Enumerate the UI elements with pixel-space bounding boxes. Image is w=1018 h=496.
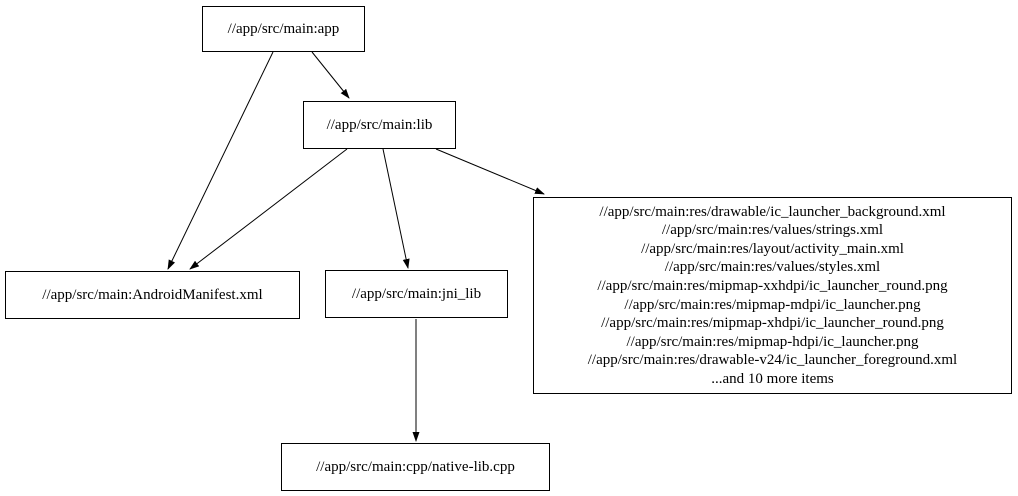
node-app-label: //app/src/main:app bbox=[227, 20, 340, 37]
node-resources-line: //app/src/main:res/mipmap-mdpi/ic_launch… bbox=[624, 296, 921, 313]
node-lib-label: //app/src/main:lib bbox=[326, 116, 433, 133]
node-resources-more: ...and 10 more items bbox=[711, 370, 834, 387]
node-jni-lib-label: //app/src/main:jni_lib bbox=[351, 285, 482, 302]
node-resources-line: //app/src/main:res/drawable-v24/ic_launc… bbox=[587, 352, 958, 369]
node-resources-line: //app/src/main:res/mipmap-hdpi/ic_launch… bbox=[626, 333, 919, 350]
node-android-manifest-label: //app/src/main:AndroidManifest.xml bbox=[42, 286, 263, 303]
node-native-lib-label: //app/src/main:cpp/native-lib.cpp bbox=[316, 458, 515, 475]
node-resources-line: //app/src/main:res/mipmap-xxhdpi/ic_laun… bbox=[597, 277, 948, 294]
node-resources-line: //app/src/main:res/mipmap-xhdpi/ic_launc… bbox=[601, 315, 944, 332]
edge-lib-to-jni-lib bbox=[382, 148, 410, 269]
node-resources-line: //app/src/main:res/drawable/ic_launcher_… bbox=[599, 203, 946, 220]
node-app: //app/src/main:app bbox=[202, 6, 365, 52]
node-resources: //app/src/main:res/drawable/ic_launcher_… bbox=[533, 197, 1012, 394]
node-resources-line: //app/src/main:res/layout/activity_main.… bbox=[641, 240, 904, 257]
node-android-manifest: //app/src/main:AndroidManifest.xml bbox=[5, 271, 300, 319]
edge-lib-to-android-manifest bbox=[189, 148, 348, 270]
node-native-lib: //app/src/main:cpp/native-lib.cpp bbox=[281, 443, 550, 491]
node-jni-lib: //app/src/main:jni_lib bbox=[325, 270, 508, 318]
edge-app-to-lib bbox=[311, 51, 350, 99]
node-lib: //app/src/main:lib bbox=[303, 101, 456, 149]
node-resources-line: //app/src/main:res/values/strings.xml bbox=[661, 222, 884, 239]
node-resources-line: //app/src/main:res/values/styles.xml bbox=[664, 259, 881, 276]
edge-app-to-android-manifest bbox=[167, 51, 274, 270]
edge-lib-to-resources bbox=[435, 148, 545, 195]
